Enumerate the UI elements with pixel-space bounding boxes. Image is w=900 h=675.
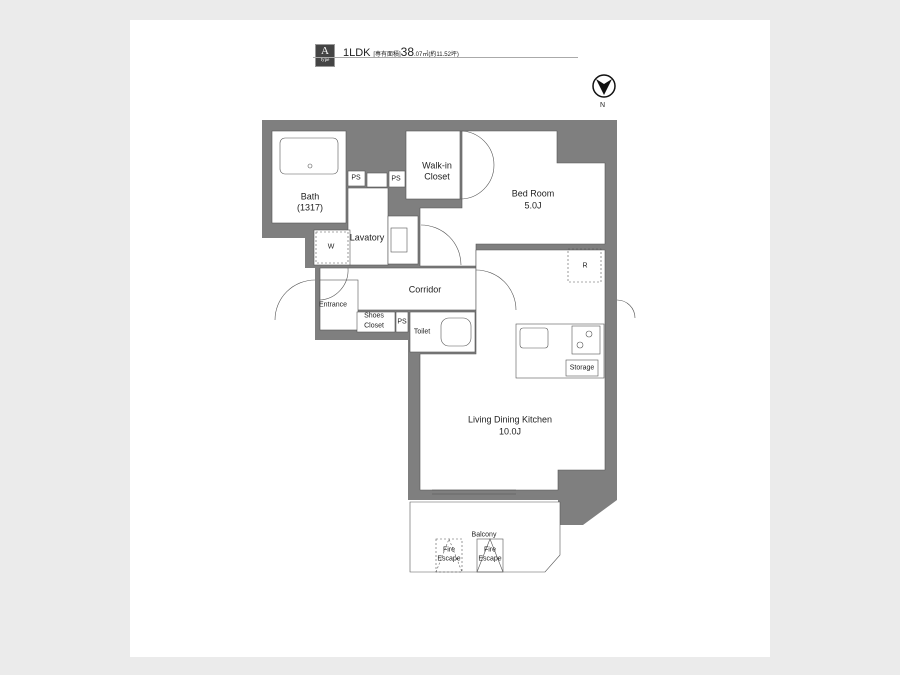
label-ps-1: PS [351,174,361,182]
type-badge: A type [315,44,335,67]
north-label: N [600,102,606,109]
rooms [271,130,606,573]
label-fire-escape-1b: Escape [437,555,461,563]
area-value: 38 [400,45,415,59]
label-shoes-closet: Closet [364,322,384,330]
label-shoes: Shoes [364,312,384,320]
type-word: type [320,58,330,63]
label-entrance: Entrance [318,301,348,309]
label-ldk-size: 10.0J [498,426,522,437]
label-bath: Bath [300,191,320,202]
area-tsubo: (約11.52坪) [428,52,459,58]
plan-title: 1LDK [専有面積]38.07㎡(約11.52坪) [343,45,459,59]
label-ps-3: PS [397,318,407,326]
label-bath-size: (1317) [296,202,324,213]
label-balcony: Balcony [471,531,497,539]
label-corridor: Corridor [408,284,442,295]
label-fridge: R [582,262,588,270]
label-toilet: Toilet [413,328,431,336]
label-walkin-closet: Closet [424,171,450,182]
label-fire-escape-2b: Escape [478,555,502,563]
label-ps-2: PS [391,175,401,183]
area-label: [専有面積] [373,52,401,58]
label-lavatory: Lavatory [349,232,385,243]
label-bedroom-size: 5.0J [524,200,542,211]
label-storage: Storage [569,364,595,372]
compass-icon [592,74,616,98]
label-washer: W [327,243,335,251]
type-letter: A [321,45,329,57]
label-fire-escape-2: Fire [483,546,497,554]
title-divider [313,57,578,58]
fixtures [274,130,636,573]
label-walkin: Walk-in [422,160,452,171]
label-bedroom: Bed Room [511,188,555,199]
label-ldk: Living Dining Kitchen [467,414,553,425]
label-fire-escape-1: Fire [442,546,456,554]
area-decimal: .07㎡ [414,52,429,58]
layout-type: 1LDK [343,47,371,59]
